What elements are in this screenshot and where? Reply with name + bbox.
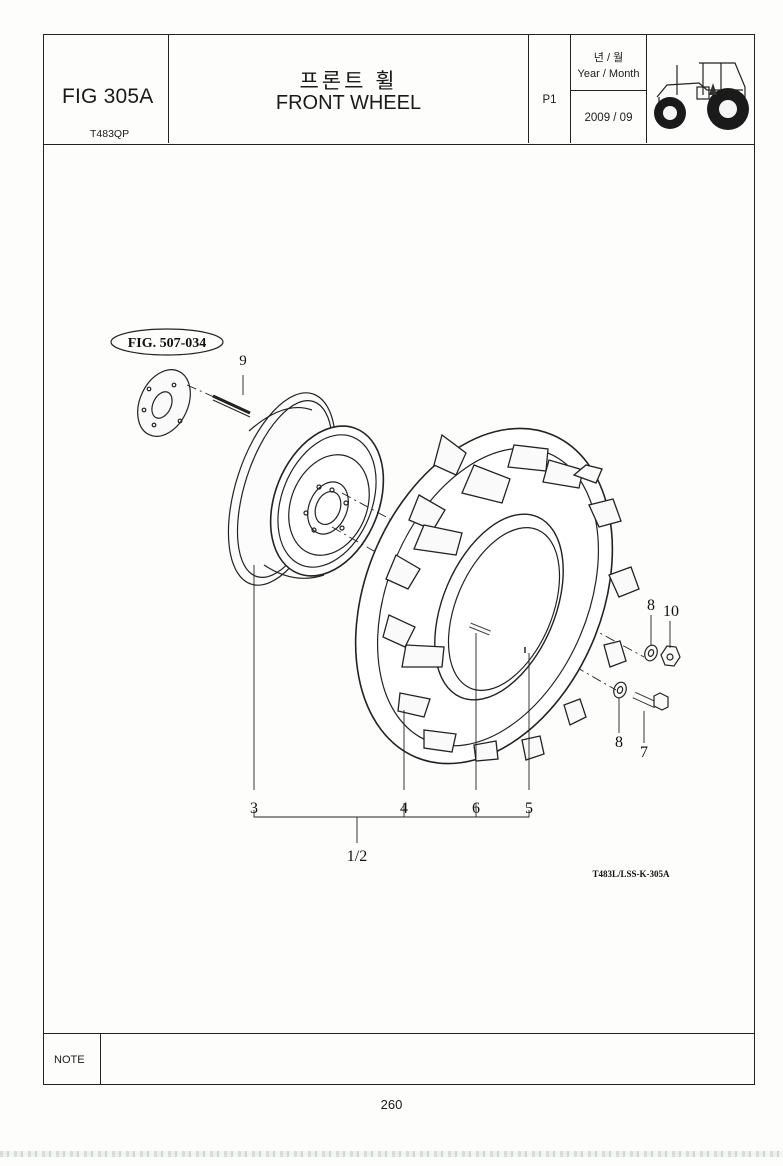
page-code-cell: P1 bbox=[529, 35, 571, 143]
callout-4: 4 bbox=[400, 800, 408, 817]
model-code: T483QP bbox=[90, 128, 130, 140]
date-label-box: 년 / 월 Year / Month bbox=[571, 35, 646, 91]
page-frame: FIG 305A T483QP 프론트 휠 FRONT WHEEL P1 년 /… bbox=[43, 34, 755, 1085]
callout-leader-lines bbox=[242, 375, 671, 843]
title-block: FIG 305A T483QP 프론트 휠 FRONT WHEEL P1 년 /… bbox=[44, 35, 754, 145]
note-label: NOTE bbox=[54, 1054, 85, 1066]
figure-cell: FIG 305A T483QP bbox=[44, 35, 169, 143]
callout-5: 5 bbox=[525, 800, 533, 817]
drawing-code: T483L/LSS-K-305A bbox=[592, 869, 670, 879]
washer-8-upper bbox=[644, 644, 658, 662]
callout-9: 9 bbox=[239, 353, 247, 369]
callout-6: 6 bbox=[472, 800, 480, 817]
valve-stem-6 bbox=[469, 622, 491, 636]
page-number: 260 bbox=[380, 1097, 403, 1112]
note-label-cell: NOTE bbox=[44, 1034, 101, 1084]
date-label-korean: 년 / 월 bbox=[593, 52, 624, 64]
thumbnail-cell bbox=[647, 35, 754, 143]
callout-8-lower: 8 bbox=[615, 734, 623, 751]
callout-3: 3 bbox=[250, 800, 258, 817]
note-row: NOTE bbox=[44, 1033, 754, 1084]
reference-figure-label: FIG. 507-034 bbox=[128, 336, 207, 351]
reference-figure-oval bbox=[110, 328, 224, 356]
diagram-area: FIG. 507-034 9 3 4 6 5 8 10 8 7 1/2 T483… bbox=[44, 145, 754, 1033]
wheel-bolt-7 bbox=[632, 691, 669, 711]
hex-nut-10 bbox=[660, 645, 681, 667]
title-cell: 프론트 휠 FRONT WHEEL bbox=[169, 35, 529, 143]
hub-flange bbox=[137, 369, 191, 437]
date-value: 2009 / 09 bbox=[584, 112, 633, 124]
callout-assembly: 1/2 bbox=[347, 848, 367, 865]
washer-8-lower bbox=[613, 681, 627, 699]
date-label-english: Year / Month bbox=[577, 68, 640, 80]
callout-7: 7 bbox=[640, 744, 648, 761]
title-korean: 프론트 휠 bbox=[299, 70, 398, 93]
scan-artifact bbox=[0, 1151, 783, 1157]
tractor-icon bbox=[654, 62, 749, 130]
tractor-tire-4 bbox=[354, 427, 640, 765]
date-cell: 년 / 월 Year / Month 2009 / 09 bbox=[571, 35, 647, 143]
callout-8-upper: 8 bbox=[647, 597, 655, 614]
page-code: P1 bbox=[542, 94, 557, 106]
title-english: FRONT WHEEL bbox=[275, 92, 422, 114]
figure-number: FIG 305A bbox=[62, 85, 154, 108]
callout-10: 10 bbox=[663, 603, 679, 620]
front-wheel-exploded-diagram: FIG. 507-034 9 3 4 6 5 8 10 8 7 1/2 T483… bbox=[110, 328, 681, 879]
wheel-rim-3 bbox=[227, 392, 385, 586]
